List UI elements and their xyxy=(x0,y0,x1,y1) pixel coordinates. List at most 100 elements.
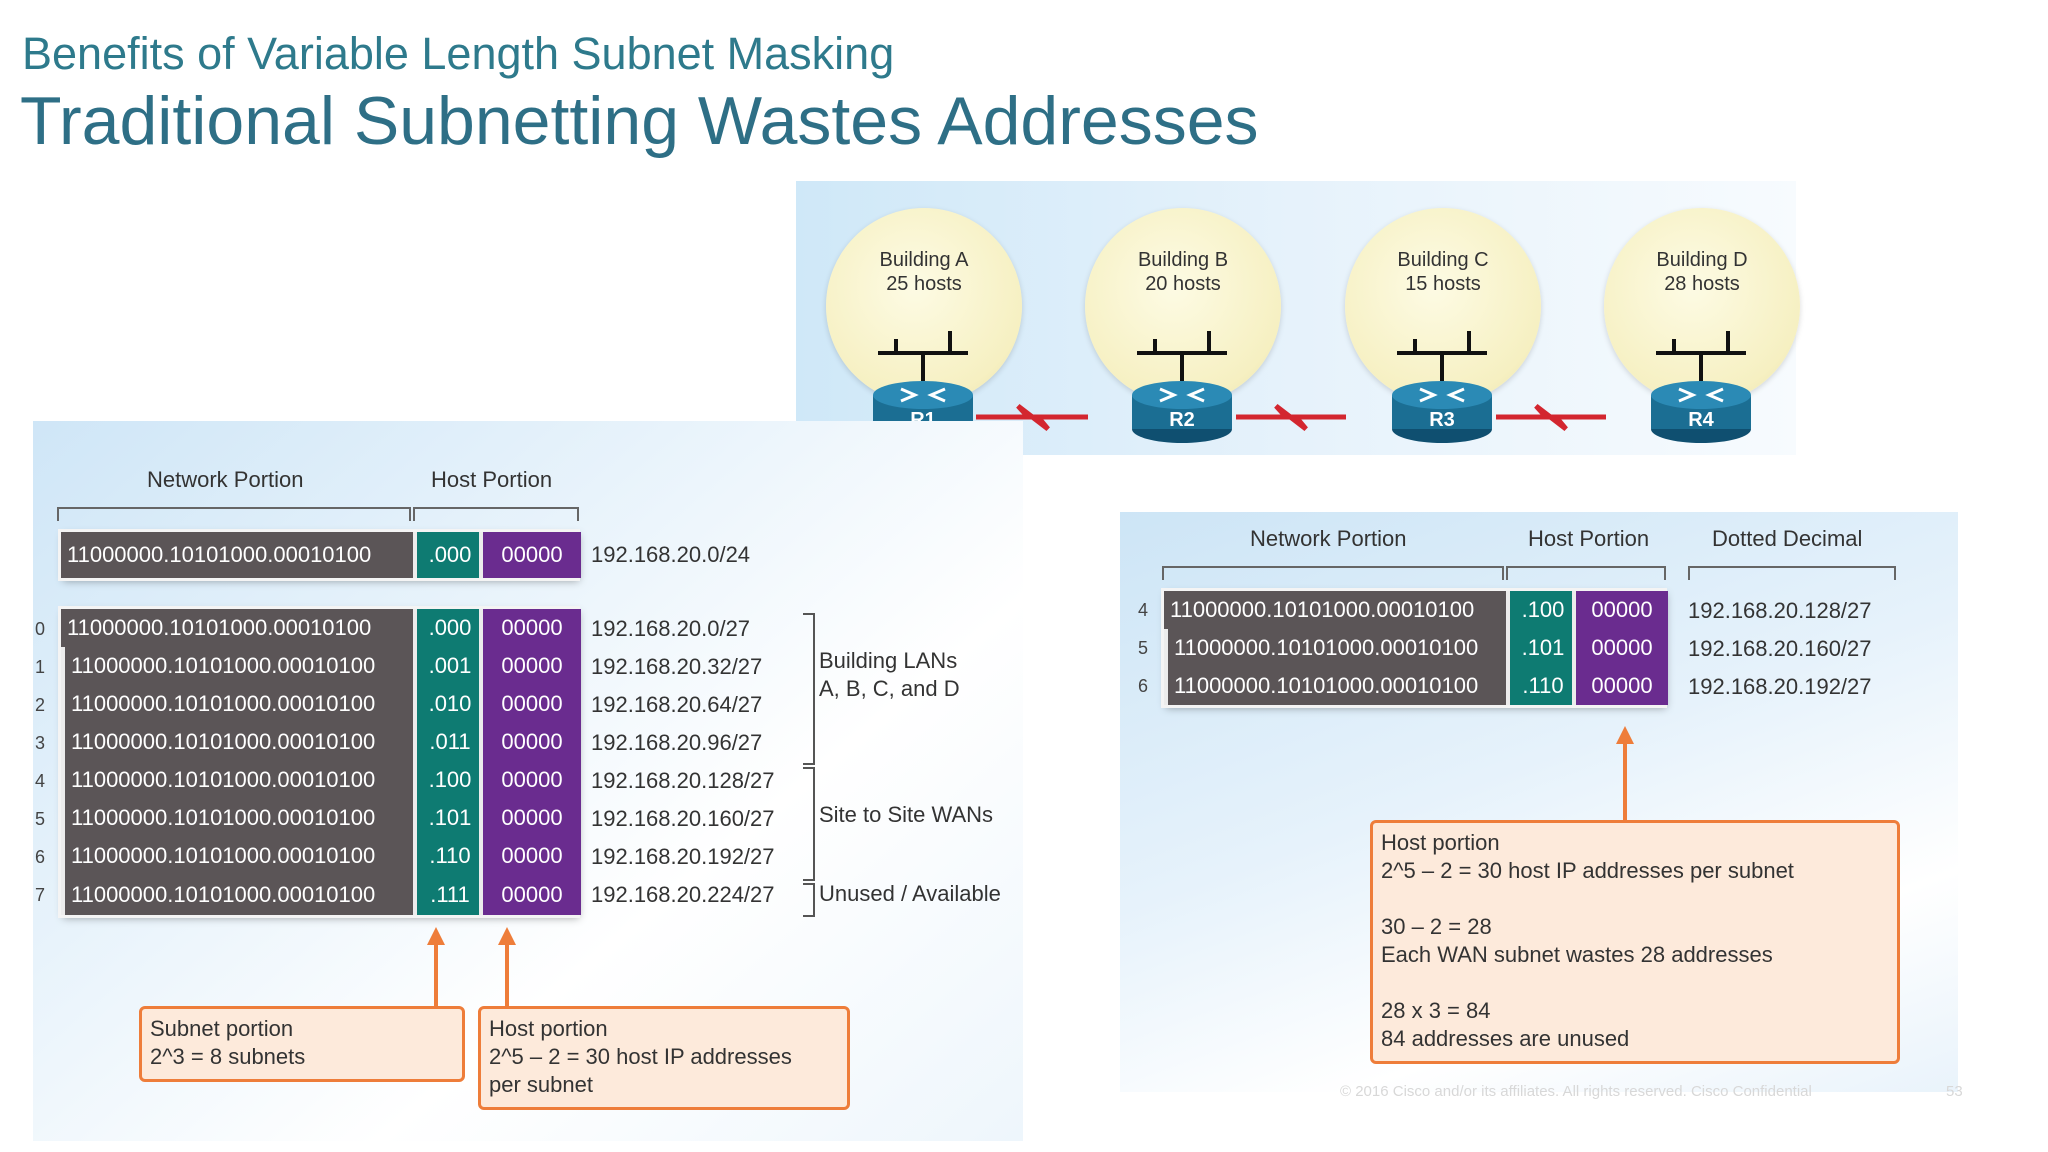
table-row-4-host: 00000 xyxy=(479,761,581,799)
router-r2-label: R2 xyxy=(1169,409,1195,431)
table-row-4-network: 11000000.10101000.00010100 xyxy=(61,761,413,799)
network-portion-bracket xyxy=(1162,566,1504,580)
subnet-bits: .000 xyxy=(413,532,483,578)
dotted-decimal: 192.168.20.160/27 xyxy=(1688,636,1872,661)
dotted-decimal: 192.168.20.192/27 xyxy=(591,844,775,869)
lan-bar-a xyxy=(878,331,968,381)
router-icon xyxy=(1392,381,1492,443)
slide-title: Traditional Subnetting Wastes Addresses xyxy=(20,83,1259,159)
group-label-building-lans: Building LANs A, B, C, and D xyxy=(819,648,960,701)
router-icon xyxy=(1132,381,1232,443)
table-row-2-subnet: .010 xyxy=(413,685,483,723)
table-row-3-subnet: .011 xyxy=(413,723,483,761)
row-number: 5 xyxy=(1138,638,1149,658)
table-row-4-network: 11000000.10101000.00010100 xyxy=(1164,591,1506,629)
row-number: 4 xyxy=(1138,600,1149,620)
table-row-7-host: 00000 xyxy=(479,875,581,915)
wan-link-r2-r3 xyxy=(1236,404,1346,431)
router-icon xyxy=(1651,381,1751,443)
table-row-5-subnet: .101 xyxy=(1506,629,1576,667)
row-number: 6 xyxy=(35,847,46,867)
arrow-up-icon xyxy=(1616,726,1634,744)
building-d-name: Building D xyxy=(1656,249,1748,271)
host-portion-bracket xyxy=(413,507,579,521)
lan-bar-b xyxy=(1137,331,1227,381)
table-row-3-network: 11000000.10101000.00010100 xyxy=(61,723,413,761)
subnet-rows-block: 11000000.10101000.00010100 .000 00000 11… xyxy=(61,609,581,915)
host-portion-bracket xyxy=(1506,566,1666,580)
table-row-7-subnet: .111 xyxy=(413,875,483,915)
table-row-5-host: 00000 xyxy=(1572,629,1668,667)
table-row-6-subnet: .110 xyxy=(1506,667,1576,705)
dotted-decimal: 192.168.20.64/27 xyxy=(591,692,763,717)
unused-bracket xyxy=(803,883,815,917)
building-b-name: Building B xyxy=(1137,249,1229,271)
group-label-unused: Unused / Available xyxy=(819,881,1001,906)
table-row-2-network: 11000000.10101000.00010100 xyxy=(61,685,413,723)
row-number: 3 xyxy=(35,733,46,753)
table-row-6-network: 11000000.10101000.00010100 xyxy=(1164,667,1506,705)
row-number: 1 xyxy=(35,657,46,677)
table-row-3-host: 00000 xyxy=(479,723,581,761)
table-row-4-subnet: .100 xyxy=(1506,591,1576,629)
header-network-portion: Network Portion xyxy=(1250,526,1407,551)
slide-kicker: Benefits of Variable Length Subnet Maski… xyxy=(22,28,895,79)
row-number: 0 xyxy=(35,619,46,639)
table-row-6-subnet: .110 xyxy=(413,837,483,875)
wan-link-r3-r4 xyxy=(1496,404,1606,431)
wan-link-r1-r2 xyxy=(976,404,1088,431)
building-c-hosts: 15 hosts xyxy=(1405,273,1481,295)
header-network-portion: Network Portion xyxy=(147,467,304,492)
dotted-decimal: 192.168.20.128/27 xyxy=(591,768,775,793)
building-d-hosts: 28 hosts xyxy=(1664,273,1740,295)
lan-bar-d xyxy=(1656,331,1746,381)
dotted-decimal: 192.168.20.192/27 xyxy=(1688,674,1872,699)
base-network-row: 11000000.10101000.00010100 .000 00000 xyxy=(61,532,581,578)
traditional-subnet-table-panel: Network Portion Host Portion 11000000.10… xyxy=(33,421,1023,1141)
building-c-name: Building C xyxy=(1397,249,1489,271)
dotted-decimal: 192.168.20.224/27 xyxy=(591,882,775,907)
table-row-5-host: 00000 xyxy=(479,799,581,837)
network-bits: 11000000.10101000.00010100 xyxy=(61,532,413,578)
table-row-1-network: 11000000.10101000.00010100 xyxy=(61,647,413,685)
router-r3-label: R3 xyxy=(1429,409,1455,431)
arrow-up-icon xyxy=(498,927,516,945)
table-row-6-network: 11000000.10101000.00010100 xyxy=(61,837,413,875)
footer-copyright: © 2016 Cisco and/or its affiliates. All … xyxy=(1340,1083,1812,1100)
dotted-decimal-bracket xyxy=(1688,566,1896,580)
wan-links xyxy=(976,404,1606,431)
dotted-decimal: 192.168.20.160/27 xyxy=(591,806,775,831)
table-row-4-host: 00000 xyxy=(1572,591,1668,629)
dotted-decimal: 192.168.20.32/27 xyxy=(591,654,763,679)
lan-segments xyxy=(878,331,1746,381)
table-row-0-subnet: .000 xyxy=(413,609,483,647)
building-a-name: Building A xyxy=(879,249,969,271)
dotted-decimal: 192.168.20.96/27 xyxy=(591,730,763,755)
network-portion-bracket xyxy=(57,507,411,521)
topology-diagram: Building A 25 hosts Building B 20 hosts … xyxy=(796,181,1800,455)
wan-waste-callout: Host portion 2^5 – 2 = 30 host IP addres… xyxy=(1370,820,1900,1064)
row-number: 7 xyxy=(35,885,46,905)
arrow-up-icon xyxy=(427,927,445,945)
building-b-hosts: 20 hosts xyxy=(1145,273,1221,295)
building-a-hosts: 25 hosts xyxy=(886,273,962,295)
footer-page-number: 53 xyxy=(1946,1083,1963,1100)
row-number: 4 xyxy=(35,771,46,791)
row-number: 5 xyxy=(35,809,46,829)
table-row-5-subnet: .101 xyxy=(413,799,483,837)
table-row-6-host: 00000 xyxy=(479,837,581,875)
table-row-5-network: 11000000.10101000.00010100 xyxy=(61,799,413,837)
wan-waste-table-panel: Network Portion Host Portion Dotted Deci… xyxy=(1120,512,1958,1092)
table-row-0-host: 00000 xyxy=(479,609,581,647)
host-bits: 00000 xyxy=(479,532,581,578)
header-host-portion: Host Portion xyxy=(1528,526,1650,551)
wans-bracket xyxy=(803,767,815,881)
header-dotted-decimal: Dotted Decimal xyxy=(1712,526,1863,551)
wan-rows-block: 11000000.10101000.00010100 .100 00000 11… xyxy=(1164,591,1668,705)
lans-bracket xyxy=(803,613,815,765)
subnet-portion-callout: Subnet portion 2^3 = 8 subnets xyxy=(139,1006,465,1082)
header-host-portion: Host Portion xyxy=(431,467,553,492)
host-portion-callout: Host portion 2^5 – 2 = 30 host IP addres… xyxy=(478,1006,850,1110)
table-row-4-subnet: .100 xyxy=(413,761,483,799)
row-number: 2 xyxy=(35,695,46,715)
